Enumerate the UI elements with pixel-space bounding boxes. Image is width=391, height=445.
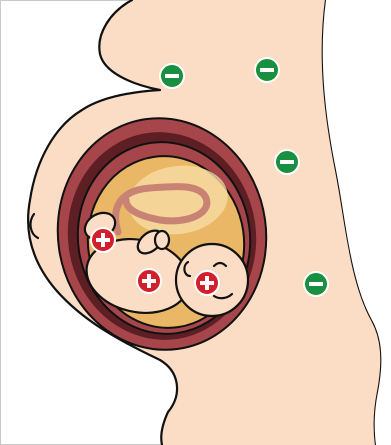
positive-charge-icon-2 bbox=[137, 269, 161, 293]
positive-charge-icon-2-vertical-bar bbox=[147, 274, 151, 288]
negative-charge-icon-1-bar bbox=[165, 74, 179, 78]
positive-charge-icon-1 bbox=[91, 228, 115, 252]
negative-charge-icon-2-bar bbox=[260, 68, 274, 72]
negative-charge-icon-3 bbox=[275, 150, 299, 174]
fetus-hand bbox=[155, 231, 169, 249]
negative-charge-icon-2 bbox=[255, 58, 279, 82]
positive-charge-icon-1-vertical-bar bbox=[101, 233, 105, 247]
negative-charge-icon-3-bar bbox=[280, 160, 294, 164]
positive-charge-icon-3 bbox=[195, 271, 219, 295]
negative-charge-icon-4 bbox=[304, 272, 328, 296]
negative-charge-icon-4-bar bbox=[309, 282, 323, 286]
negative-charge-icon-1 bbox=[160, 64, 184, 88]
positive-charge-icon-3-vertical-bar bbox=[205, 276, 209, 290]
